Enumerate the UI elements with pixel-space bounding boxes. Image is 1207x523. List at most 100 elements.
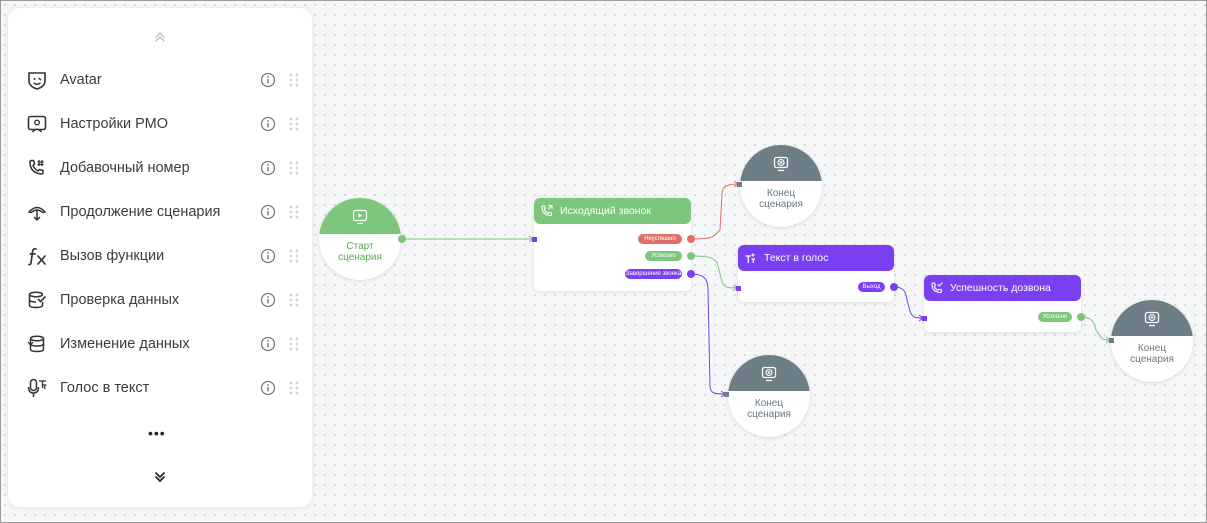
end-scenario-node-top[interactable]: Конец сценария — [740, 145, 822, 227]
palette-item-label: Настройки РМО — [60, 116, 168, 132]
drag-handle-icon[interactable] — [288, 116, 300, 132]
block-palette: Avatar Настройки РМО Добавочный номер Пр… — [8, 8, 312, 507]
workstation-settings-icon — [24, 111, 50, 137]
output-port-success[interactable] — [1077, 313, 1085, 321]
end-scenario-node-right[interactable]: Конец сценария — [1111, 300, 1193, 382]
port-label-fail[interactable]: Неуспешно — [638, 234, 682, 244]
node-label: сценария — [1130, 354, 1174, 365]
edge-dial-success-to-end — [1080, 316, 1111, 341]
palette-item-continue-scenario[interactable]: Продолжение сценария — [20, 194, 304, 230]
data-check-icon — [24, 287, 50, 313]
palette-item-label: Изменение данных — [60, 336, 190, 352]
drag-handle-icon[interactable] — [288, 204, 300, 220]
palette-item-phone-extension[interactable]: Добавочный номер — [20, 150, 304, 186]
block-header: Исходящий звонок — [534, 198, 691, 224]
text-to-speech-block[interactable]: Текст в голос — [738, 245, 894, 302]
node-label: Конец — [1137, 343, 1167, 354]
output-port-fail[interactable] — [687, 235, 695, 243]
palette-item-function-call[interactable]: Вызов функции — [20, 238, 304, 274]
node-label: сценария — [747, 409, 791, 420]
input-port[interactable] — [736, 286, 741, 291]
speech-to-text-icon — [24, 375, 50, 401]
palette-item-workstation-settings[interactable]: Настройки РМО — [20, 106, 304, 142]
port-label-success[interactable]: Успешно — [1038, 312, 1072, 322]
more-icon: ••• — [148, 425, 166, 441]
node-label: Конец — [754, 398, 784, 409]
palette-item-label: Добавочный номер — [60, 160, 190, 176]
info-icon[interactable] — [260, 292, 276, 308]
port-label-success[interactable]: Успешно — [645, 251, 682, 261]
block-header: Текст в голос — [738, 245, 894, 271]
text-to-speech-icon — [745, 252, 756, 263]
node-label: Конец — [766, 188, 796, 199]
port-label-call-end[interactable]: Завершение звонка — [625, 269, 682, 279]
output-port-exit[interactable] — [890, 283, 898, 291]
end-scenario-node-bottom[interactable]: Конец сценария — [728, 355, 810, 437]
play-icon — [352, 209, 368, 225]
node-label: сценария — [759, 199, 803, 210]
port-label-exit[interactable]: Выход — [858, 282, 885, 292]
start-scenario-node[interactable]: Старт сценария — [319, 198, 401, 280]
stop-icon — [761, 366, 777, 382]
scroll-down-icon[interactable] — [151, 468, 169, 486]
phone-extension-icon — [24, 155, 50, 181]
node-header — [319, 198, 401, 234]
data-edit-icon — [24, 331, 50, 357]
palette-item-avatar[interactable]: Avatar — [20, 62, 304, 98]
output-port[interactable] — [398, 235, 406, 243]
palette-item-label: Голос в текст — [60, 380, 150, 396]
info-icon[interactable] — [260, 72, 276, 88]
info-icon[interactable] — [260, 116, 276, 132]
more-blocks-button[interactable]: ••• — [148, 425, 172, 441]
scroll-up-icon[interactable] — [151, 28, 169, 46]
input-port[interactable] — [532, 237, 537, 242]
info-icon[interactable] — [260, 336, 276, 352]
palette-item-label: Avatar — [60, 72, 102, 88]
edge-call-error-to-end — [690, 273, 726, 395]
drag-handle-icon[interactable] — [288, 380, 300, 396]
node-header — [740, 145, 822, 181]
call-check-icon — [931, 282, 943, 294]
edge-call-fail-to-end — [690, 183, 739, 240]
outgoing-call-block[interactable]: Исходящий звонок — [534, 198, 691, 291]
drag-handle-icon[interactable] — [288, 72, 300, 88]
node-label: Старт — [346, 241, 374, 252]
edge-call-success-to-tts — [690, 255, 738, 289]
palette-item-label: Продолжение сценария — [60, 204, 221, 220]
input-port[interactable] — [1109, 338, 1114, 343]
input-port[interactable] — [737, 182, 742, 187]
info-icon[interactable] — [260, 160, 276, 176]
node-label: сценария — [338, 252, 382, 263]
input-port[interactable] — [922, 316, 927, 321]
drag-handle-icon[interactable] — [288, 336, 300, 352]
palette-item-data-check[interactable]: Проверка данных — [20, 282, 304, 318]
palette-item-data-edit[interactable]: Изменение данных — [20, 326, 304, 362]
stop-icon — [1144, 311, 1160, 327]
info-icon[interactable] — [260, 248, 276, 264]
block-header: Успешность дозвона — [924, 275, 1081, 301]
palette-item-label: Проверка данных — [60, 292, 180, 308]
outgoing-call-icon — [541, 204, 553, 217]
output-port-success[interactable] — [687, 252, 695, 260]
node-header — [1111, 300, 1193, 336]
edge-tts-to-dial — [893, 286, 924, 319]
continue-scenario-icon — [24, 199, 50, 225]
dial-success-block[interactable]: Успешность дозвона — [924, 275, 1081, 332]
function-icon — [24, 243, 50, 269]
drag-handle-icon[interactable] — [288, 248, 300, 264]
output-port-call-end[interactable] — [687, 270, 695, 278]
palette-item-speech-to-text[interactable]: Голос в текст — [20, 370, 304, 406]
block-title: Исходящий звонок — [560, 205, 651, 217]
block-title: Текст в голос — [764, 252, 829, 264]
info-icon[interactable] — [260, 204, 276, 220]
drag-handle-icon[interactable] — [288, 292, 300, 308]
palette-item-label: Вызов функции — [60, 248, 165, 264]
block-title: Успешность дозвона — [950, 282, 1051, 294]
drag-handle-icon[interactable] — [288, 160, 300, 176]
info-icon[interactable] — [260, 380, 276, 396]
avatar-icon — [24, 67, 50, 93]
node-header — [728, 355, 810, 391]
input-port[interactable] — [724, 392, 729, 397]
stop-icon — [773, 156, 789, 172]
